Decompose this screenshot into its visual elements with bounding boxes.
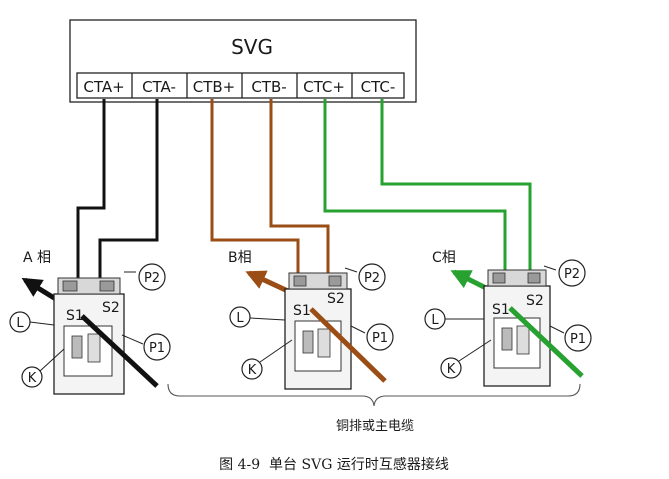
svg-text:P2: P2 [364, 271, 380, 286]
ct-c-p1-callout: P1 [549, 324, 592, 352]
svg-text:L: L [431, 313, 439, 328]
conductor-c-front [508, 306, 584, 378]
svg-text:K: K [248, 363, 257, 378]
ct-a-l-callout: L [9, 311, 55, 333]
ct-a-p1-callout: P1 [121, 333, 171, 361]
terminal-strip: CTA+ CTA- CTB+ CTB- CTC+ CTC- [76, 72, 405, 99]
wire-ctc-minus [380, 99, 532, 276]
conductor-label: 铜排或主电缆 [336, 418, 414, 434]
wires [76, 99, 532, 284]
svg-text:P1: P1 [570, 332, 586, 347]
svg-text:P2: P2 [564, 267, 580, 282]
ct-phase-c: S1 S2 [450, 269, 584, 387]
ct-b-phase-label: B相 [228, 250, 252, 266]
svg-text:P1: P1 [372, 331, 388, 346]
wire-ctb-minus [269, 99, 330, 280]
ct-c-k-callout: K [440, 339, 492, 379]
ct-b-k-callout: K [241, 339, 293, 380]
svg-text:L: L [16, 316, 24, 331]
svg-device: SVG CTA+ CTA- CTB+ CTB- CTC+ CTC- [69, 19, 417, 103]
ct-a-p2-callout: P2 [124, 263, 166, 291]
conductor-brace [167, 383, 581, 407]
ct-a-k-callout: K [21, 348, 65, 388]
ct-c-phase-label: C相 [432, 250, 456, 266]
ct-c-s1: S1 [492, 302, 510, 318]
figure-caption: 图 4-9 单台 SVG 运行时互感器接线 [219, 456, 449, 473]
svg-text:K: K [28, 371, 37, 386]
ct-phase-a: S1 S2 [21, 277, 159, 395]
terminal-cta-plus: CTA+ [83, 78, 124, 96]
svg-text:L: L [236, 311, 244, 326]
ct-b-l-callout: L [229, 306, 286, 328]
terminal-ctc-plus: CTC+ [303, 78, 345, 96]
wire-ctc-plus [323, 99, 507, 276]
ct-a-s1: S1 [66, 308, 84, 324]
ct-c-s2: S2 [526, 293, 544, 309]
ct-c-p2-callout: P2 [543, 259, 586, 287]
svg-text:P2: P2 [144, 271, 160, 286]
svg-text:K: K [447, 362, 456, 377]
ct-a-s2: S2 [102, 300, 120, 316]
ct-b-s2: S2 [327, 291, 345, 307]
ct-a-phase-label: A 相 [23, 250, 51, 266]
svg-text:P1: P1 [149, 341, 165, 356]
wire-cta-plus [76, 99, 106, 284]
conductor-a-front [80, 314, 159, 388]
ct-b-s1: S1 [293, 303, 311, 319]
conductor-b-front [309, 307, 387, 383]
svg-device-title: SVG [231, 35, 273, 59]
terminal-strip-frame [76, 72, 405, 99]
wire-ctb-plus [210, 99, 300, 280]
ct-b-p2-callout: P2 [344, 263, 386, 291]
ct-b-p1-callout: P1 [350, 323, 394, 351]
terminal-cta-minus: CTA- [142, 78, 176, 96]
terminal-ctb-minus: CTB- [251, 78, 286, 96]
ct-phase-b: S1 S2 [245, 270, 387, 390]
ct-c-l-callout: L [424, 308, 484, 330]
terminal-ctb-plus: CTB+ [193, 78, 236, 96]
terminal-ctc-minus: CTC- [361, 78, 396, 96]
wire-cta-minus [98, 99, 159, 284]
